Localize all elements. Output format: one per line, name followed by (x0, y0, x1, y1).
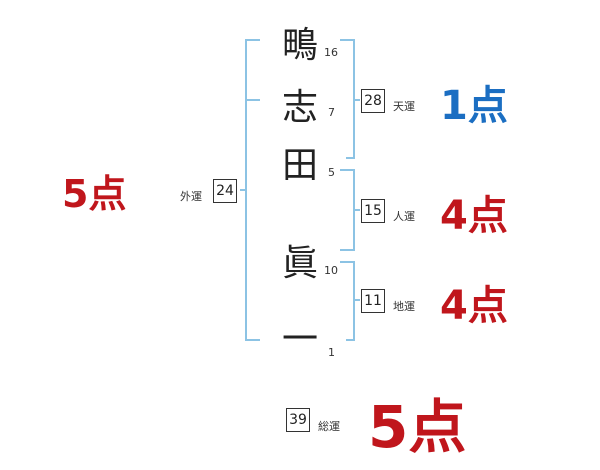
outer-luck-score: 5点 (62, 172, 127, 216)
heaven-luck-score: 1点 (440, 83, 508, 129)
name-char-2: 志 (281, 87, 318, 128)
heaven-bracket (340, 39, 360, 159)
outer-luck-label: 外運 (180, 190, 202, 203)
heaven-luck-value: 28 (361, 89, 385, 113)
heaven-luck-label: 天運 (393, 100, 415, 113)
total-luck-label: 総運 (318, 420, 340, 433)
name-char-3: 田 (281, 145, 318, 186)
outer-bracket (240, 39, 260, 341)
person-luck-label: 人運 (393, 210, 415, 223)
total-luck-score: 5点 (368, 393, 467, 461)
name-char-5: 一 (281, 319, 318, 360)
stroke-count-4: 10 (324, 264, 338, 277)
stroke-count-2: 7 (328, 106, 335, 119)
earth-luck-label: 地運 (393, 300, 415, 313)
earth-luck-value: 11 (361, 289, 385, 313)
name-char-4: 眞 (281, 243, 318, 284)
stroke-count-1: 16 (324, 46, 338, 59)
stroke-count-3: 5 (328, 166, 335, 179)
outer-luck-value: 24 (213, 179, 237, 203)
name-char-1: 鴫 (281, 25, 318, 66)
total-luck-value: 39 (286, 408, 310, 432)
earth-bracket (340, 261, 360, 341)
person-luck-score: 4点 (440, 193, 508, 239)
earth-luck-score: 4点 (440, 283, 508, 329)
person-bracket (340, 169, 360, 251)
person-luck-value: 15 (361, 199, 385, 223)
stroke-count-5: 1 (328, 346, 335, 359)
